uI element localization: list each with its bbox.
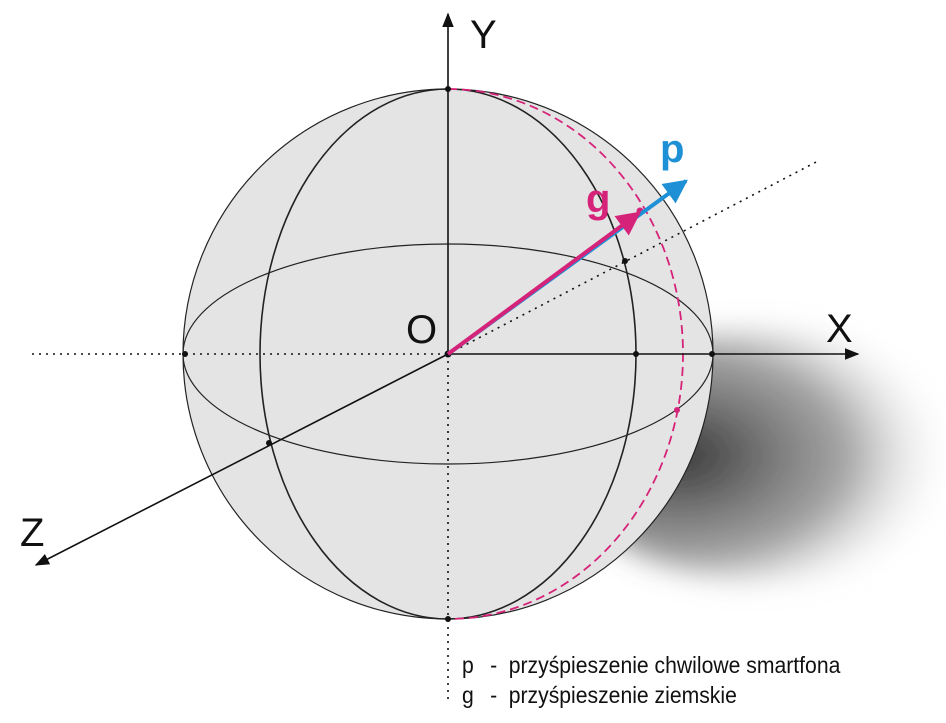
legend-text: przyśpieszenie ziemskie [508,682,737,708]
legend-symbol: p [462,652,474,678]
y-axis-label: Y [470,13,497,57]
legend-item-g: g - przyśpieszenie ziemskie [462,680,840,710]
z-axis-label: Z [20,511,44,555]
legend: p - przyśpieszenie chwilowe smartfona g … [462,650,840,710]
legend-item-p: p - przyśpieszenie chwilowe smartfona [462,650,840,680]
legend-text: przyśpieszenie chwilowe smartfona [508,652,841,678]
legend-symbol: g [462,682,474,708]
p-vector-label: p [660,127,684,171]
z-axis [34,353,449,566]
legend-separator: - [490,652,498,678]
g-vector-label: g [586,177,610,221]
x-axis-label: X [826,307,853,351]
legend-separator: - [490,682,498,708]
intersection-points [182,86,715,622]
g-vector [446,211,641,356]
origin-label: O [406,308,437,352]
